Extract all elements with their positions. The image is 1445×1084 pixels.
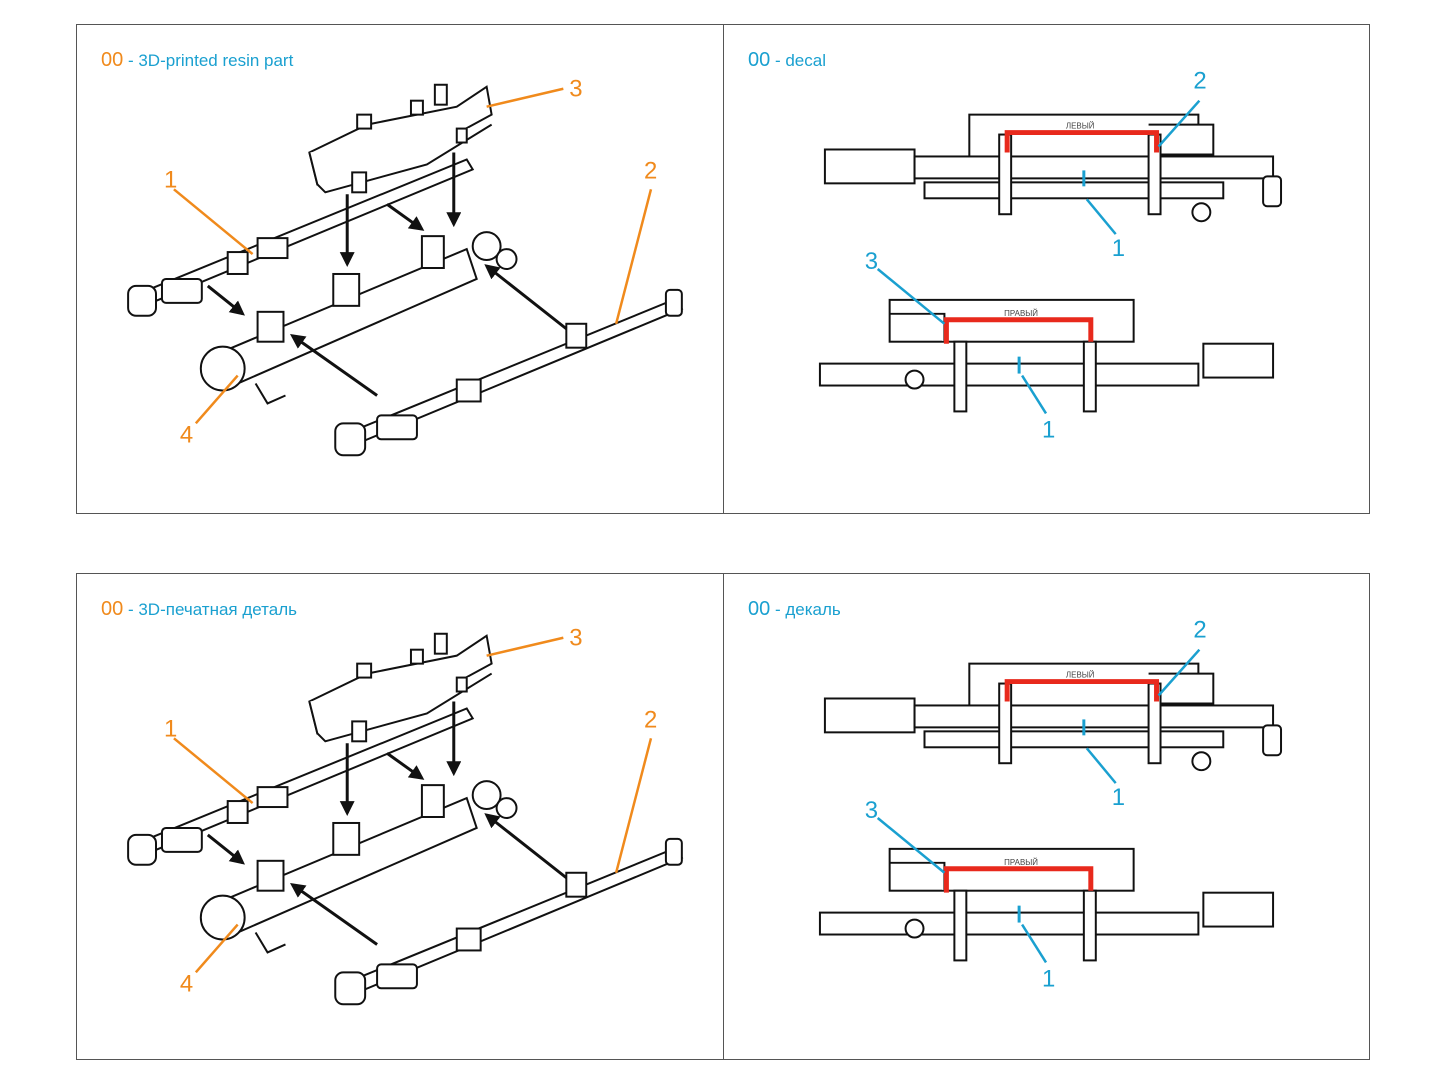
decal-view-right — [818, 847, 1275, 962]
callout-1: 1 — [1042, 416, 1055, 443]
resin-caption: - 3D-printed resin part — [123, 51, 294, 70]
decal-leader-lines — [876, 99, 1201, 415]
decal-code: 00 — [748, 49, 771, 71]
decal-caption: - decal — [770, 51, 826, 70]
red-decal-strip-right — [943, 317, 1094, 344]
plate-label-right: ПРАВЫЙ — [1004, 858, 1038, 867]
callout-3: 3 — [569, 76, 582, 103]
exploded-assembly-drawing: 1 2 3 4 — [127, 625, 684, 1006]
red-decal-strip-left — [1004, 130, 1160, 153]
resin-code: 00 — [101, 598, 124, 620]
panel-divider — [723, 25, 724, 513]
decal-caption: - декаль — [770, 600, 841, 619]
panel-divider — [723, 574, 724, 1059]
receiver-body-part — [199, 231, 518, 405]
red-decal-strip-right — [943, 866, 1094, 893]
decal-view-right — [818, 298, 1275, 413]
callout-3: 3 — [569, 625, 582, 652]
resin-leader-lines — [173, 636, 653, 974]
callout-4: 4 — [180, 421, 193, 448]
callout-1: 1 — [1112, 784, 1125, 811]
decal-placement-panel: 00 - декаль ЛЕВЫЙ — [724, 574, 1369, 1059]
receiver-body-part — [199, 780, 518, 954]
decal-legend: 00 - декаль — [748, 598, 841, 621]
decal-placement-drawing: ЛЕВЫЙ ПРАВЫЙ 2 — [818, 68, 1283, 443]
sight-housing-part — [308, 632, 493, 743]
callout-3: 3 — [865, 797, 878, 824]
decal-leader-lines — [876, 648, 1201, 964]
callout-4: 4 — [180, 970, 193, 997]
instruction-sheet-russian: 00 - 3D-печатная деталь — [76, 573, 1370, 1060]
resin-leader-lines — [173, 87, 653, 425]
plate-label-left: ЛЕВЫЙ — [1066, 671, 1095, 680]
assembly-arrows — [206, 701, 568, 946]
lower-barrel-part — [334, 837, 684, 1006]
resin-legend: 00 - 3D-печатная деталь — [101, 598, 297, 621]
resin-assembly-panel: 00 - 3D-printed resin part — [77, 25, 723, 513]
exploded-assembly-drawing: 1 2 3 4 — [127, 76, 684, 457]
upper-barrel-part — [127, 158, 475, 317]
callout-3: 3 — [865, 248, 878, 275]
sight-housing-part — [308, 83, 493, 194]
red-decal-strip-left — [1004, 679, 1160, 702]
decal-legend: 00 - decal — [748, 49, 826, 72]
decal-code: 00 — [748, 598, 771, 620]
callout-2: 2 — [644, 157, 657, 184]
lower-barrel-part — [334, 288, 684, 457]
instruction-sheet-english: 00 - 3D-printed resin part — [76, 24, 1370, 514]
plate-label-left: ЛЕВЫЙ — [1066, 122, 1095, 131]
callout-1: 1 — [1042, 965, 1055, 992]
callout-1: 1 — [164, 166, 177, 193]
resin-legend: 00 - 3D-printed resin part — [101, 49, 293, 72]
resin-assembly-panel: 00 - 3D-печатная деталь — [77, 574, 723, 1059]
callout-1: 1 — [164, 715, 177, 742]
decal-placement-panel: 00 - decal ЛЕВЫЙ — [724, 25, 1369, 513]
decal-placement-drawing: ЛЕВЫЙ ПРАВЫЙ 2 1 3 — [818, 617, 1283, 992]
upper-barrel-part — [127, 707, 475, 866]
resin-code: 00 — [101, 49, 124, 71]
decal-view-left — [823, 662, 1283, 772]
callout-1: 1 — [1112, 235, 1125, 262]
plate-label-right: ПРАВЫЙ — [1004, 309, 1038, 318]
resin-caption: - 3D-печатная деталь — [123, 600, 297, 619]
callout-2: 2 — [644, 706, 657, 733]
callout-2: 2 — [1193, 68, 1206, 95]
callout-2: 2 — [1193, 617, 1206, 644]
assembly-arrows — [206, 152, 568, 397]
